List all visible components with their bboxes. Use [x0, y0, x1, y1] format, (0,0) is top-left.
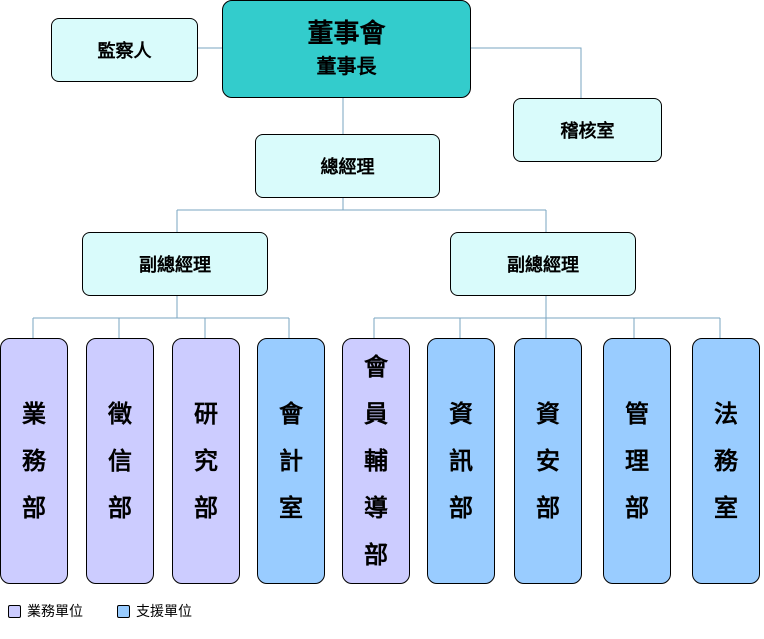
- legend-business: 業務單位: [8, 601, 83, 621]
- vice-president-left-node: 副總經理: [82, 232, 268, 296]
- department-label-char: 計: [279, 447, 303, 475]
- department-label-char: 室: [279, 494, 303, 522]
- department-label-char: 會: [279, 400, 303, 428]
- board-title: 董事會: [307, 18, 386, 48]
- department-label-char: 部: [108, 494, 132, 522]
- department-label-char: 務: [22, 447, 46, 475]
- board-chairman: 董事長: [316, 56, 377, 78]
- department-label-char: 部: [194, 494, 218, 522]
- department-label-char: 究: [194, 447, 218, 475]
- department-label-char: 資: [536, 400, 560, 428]
- department-label-char: 徵: [108, 400, 132, 428]
- department-label-char: 安: [536, 447, 560, 475]
- department-label-char: 管: [625, 400, 649, 428]
- department-label-char: 信: [108, 447, 132, 475]
- vice-president-right-node: 副總經理: [450, 232, 636, 296]
- department-label-char: 業: [22, 400, 46, 428]
- department-node: 徵信部: [86, 338, 154, 584]
- department-label-char: 員: [364, 400, 388, 428]
- department-label-char: 導: [364, 494, 388, 522]
- department-node: 會員輔導部: [342, 338, 410, 584]
- department-label-char: 理: [625, 447, 649, 475]
- legend-support-label: 支援單位: [136, 603, 192, 619]
- legend-support: 支援單位: [117, 601, 192, 621]
- department-label-char: 資: [449, 400, 473, 428]
- department-node: 資安部: [514, 338, 582, 584]
- department-label-char: 部: [364, 541, 388, 569]
- department-label-char: 部: [625, 494, 649, 522]
- department-label-char: 法: [714, 400, 738, 428]
- supervisor-node: 監察人: [51, 18, 198, 82]
- department-node: 資訊部: [427, 338, 495, 584]
- department-label-char: 部: [536, 494, 560, 522]
- audit-node: 稽核室: [513, 98, 662, 162]
- legend-support-swatch: [117, 604, 130, 618]
- department-node: 業務部: [0, 338, 68, 584]
- department-node: 法務室: [692, 338, 760, 584]
- department-label-char: 訊: [449, 447, 473, 475]
- general-manager-node: 總經理: [255, 134, 440, 198]
- department-label-char: 室: [714, 494, 738, 522]
- department-label-char: 研: [194, 400, 218, 428]
- department-label-char: 輔: [364, 447, 388, 475]
- board-node: 董事會 董事長: [222, 0, 471, 98]
- department-label-char: 會: [364, 353, 388, 381]
- legend-business-swatch: [8, 604, 21, 618]
- department-label-char: 務: [714, 447, 738, 475]
- legend-business-label: 業務單位: [27, 603, 83, 619]
- department-label-char: 部: [449, 494, 473, 522]
- department-node: 會計室: [257, 338, 325, 584]
- department-node: 管理部: [603, 338, 671, 584]
- department-node: 研究部: [172, 338, 240, 584]
- department-label-char: 部: [22, 494, 46, 522]
